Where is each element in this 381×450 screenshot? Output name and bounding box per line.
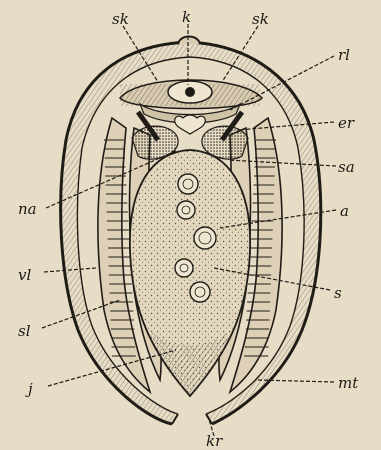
label-rl: rl xyxy=(338,46,350,64)
label-s: s xyxy=(334,284,342,302)
label-sk-right: sk xyxy=(252,10,269,28)
label-vl: vl xyxy=(18,266,31,284)
label-a: a xyxy=(340,202,349,220)
label-sl: sl xyxy=(18,322,31,340)
label-mt: mt xyxy=(338,374,359,392)
label-sk-left: sk xyxy=(112,10,129,28)
dorsal-organs xyxy=(120,80,262,134)
label-j: j xyxy=(25,380,33,398)
label-er: er xyxy=(338,114,355,132)
label-k: k xyxy=(182,8,191,26)
label-sa: sa xyxy=(338,158,355,176)
label-na: na xyxy=(18,200,37,218)
label-kr: kr xyxy=(206,432,223,450)
